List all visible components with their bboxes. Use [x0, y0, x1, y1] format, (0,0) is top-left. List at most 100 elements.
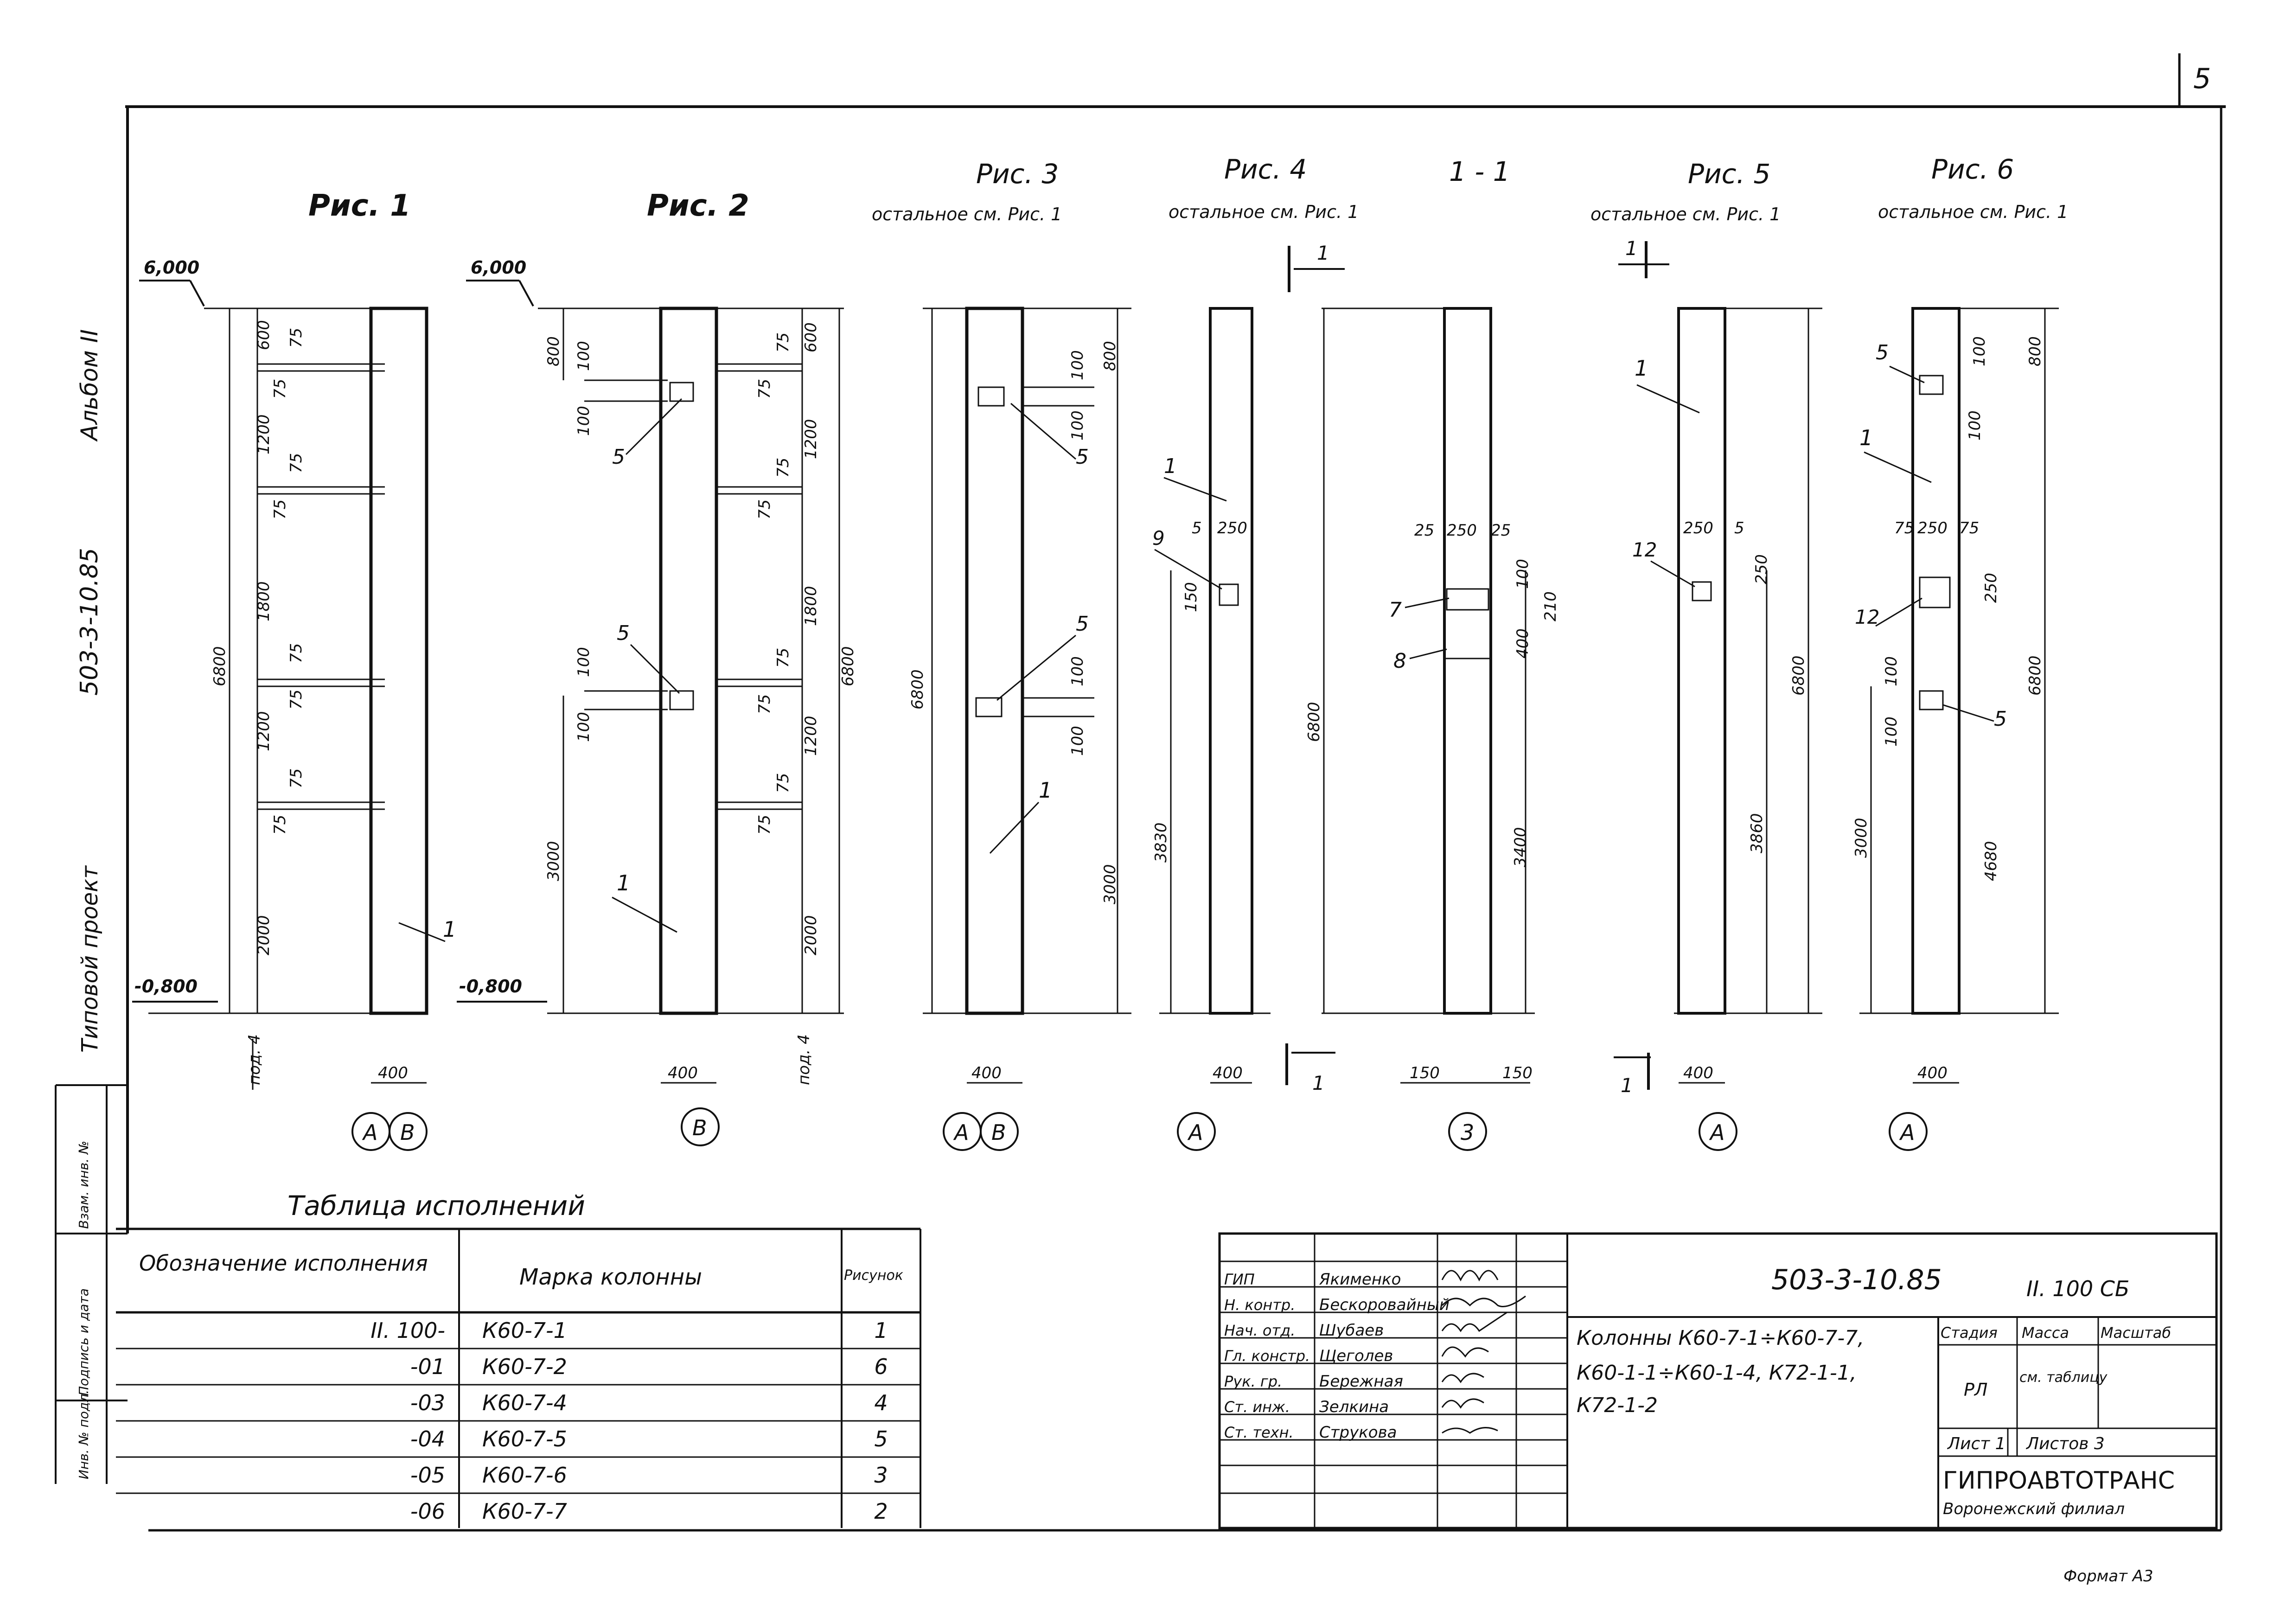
section-dim-6800: 6800	[1305, 702, 1323, 742]
exec-cell-designation: -03	[410, 1390, 445, 1415]
exec-cell-figure: 4	[874, 1390, 888, 1415]
fig6-embed-low	[1919, 690, 1944, 710]
fig2-title: Рис. 2	[647, 189, 749, 223]
fig5-callout-1: 1	[1635, 356, 1648, 381]
figure-5: Рис. 5 остальное см. Рис. 1 1 1 250 5 25…	[1590, 158, 1822, 1151]
section-embed-7	[1446, 588, 1489, 611]
fig5-axis-a	[1699, 1112, 1737, 1151]
fig2-dim-1200a: 1200	[802, 419, 820, 459]
fig2-dim-800: 800	[544, 336, 563, 366]
section-callout-8: 8	[1393, 649, 1406, 673]
description-line-3: К72-1-2	[1577, 1394, 1658, 1417]
section-dim-25b: 25	[1491, 521, 1511, 540]
fig6-axis-a-label: А	[1899, 1120, 1915, 1145]
fig4-title: Рис. 4	[1224, 153, 1307, 185]
fig1-axis-b	[389, 1112, 428, 1151]
section-column	[1443, 307, 1492, 1015]
fig4-note: остальное см. Рис. 1	[1169, 202, 1359, 222]
fig3-dim-100b: 100	[1068, 410, 1087, 441]
description-line-2: К60-1-1÷К60-1-4, К72-1-1,	[1577, 1361, 1857, 1385]
fig2-dim-600: 600	[802, 322, 820, 352]
exec-cell-figure: 6	[874, 1354, 888, 1379]
fig5-dim-250b: 250	[1752, 554, 1771, 584]
fig2-dim-100c: 100	[575, 647, 593, 677]
fig6-dim-3000: 3000	[1852, 818, 1871, 858]
fig4-dim-3830: 3830	[1152, 822, 1170, 863]
fig1-dim-75c: 75	[287, 453, 306, 473]
fig4-callout-9: 9	[1152, 527, 1165, 550]
fig6-dim-6800: 6800	[2026, 655, 2044, 696]
fig3-axis-b	[980, 1112, 1019, 1151]
fig2-dim-100a: 100	[575, 341, 593, 371]
org-branch: Воронежский филиал	[1943, 1500, 2125, 1518]
fig5-dim-3860: 3860	[1748, 813, 1766, 853]
fig3-axis-b-label: В	[991, 1120, 1006, 1145]
fig1-dim-1200a: 1200	[255, 414, 273, 454]
figure-4: Рис. 4 остальное см. Рис. 1 5 250 150 38…	[1152, 153, 1359, 1151]
side-label-code: 503-3-10.85	[76, 548, 103, 696]
section-dim-3400: 3400	[1511, 827, 1530, 867]
fig6-title: Рис. 6	[1931, 153, 2014, 185]
fig6-column	[1911, 307, 1961, 1015]
fig1-dim-6800: 6800	[211, 646, 229, 686]
tb-role: Ст. техн.	[1224, 1424, 1294, 1441]
fig3-dim-100a: 100	[1068, 350, 1087, 380]
scale-label: Масштаб	[2101, 1324, 2171, 1342]
exec-header-figure: Рисунок	[844, 1267, 903, 1284]
section-dim-400: 400	[1514, 628, 1532, 659]
fig6-embed-mid	[1919, 576, 1951, 608]
fig1-dim-75e: 75	[287, 643, 306, 663]
exec-cell-figure: 2	[874, 1499, 888, 1524]
tb-person: Зелкина	[1319, 1398, 1389, 1416]
fig6-dim-100a: 100	[1970, 336, 1989, 366]
fig5-dim-400: 400	[1683, 1064, 1713, 1082]
fig1-level-top: 6,000	[144, 257, 199, 278]
fig1-dim-75d: 75	[271, 499, 289, 519]
fig5-callout-12: 12	[1632, 538, 1657, 561]
fig4-embed	[1219, 583, 1239, 606]
exec-cell-designation: -05	[410, 1463, 445, 1488]
sheets-label: Листов 3	[2025, 1434, 2105, 1453]
fig2-embed-mid	[669, 690, 694, 710]
fig2-dim-1200b: 1200	[802, 716, 820, 756]
fig2-axis-b	[681, 1107, 720, 1146]
fig6-dim-100c: 100	[1882, 656, 1901, 686]
exec-cell-designation: -06	[410, 1499, 445, 1524]
fig1-dim-1800: 1800	[255, 581, 273, 621]
tb-person: Бережная	[1319, 1372, 1403, 1391]
fig1-dim-75h: 75	[271, 815, 289, 835]
fig1-dim-75f: 75	[287, 690, 306, 710]
exec-cell-mark: К60-7-6	[482, 1463, 567, 1488]
sheet-frame	[55, 53, 2226, 1532]
exec-cell-figure: 5	[874, 1426, 888, 1451]
fig1-axis-b-label: В	[400, 1120, 415, 1145]
fig3-dim-100d: 100	[1068, 726, 1087, 756]
fig2-level-top: 6,000	[471, 257, 526, 278]
format-label: Формат А3	[2063, 1567, 2153, 1586]
fig2-dim-1800: 1800	[802, 586, 820, 626]
side-label-project: Типовой проект	[77, 865, 103, 1053]
tb-role: Ст. инж.	[1224, 1398, 1290, 1416]
fig2-dim-100d: 100	[575, 712, 593, 742]
fig2-axis-b-label: В	[692, 1115, 707, 1140]
fig6-dim-75b: 75	[1959, 519, 1979, 537]
fig3-title: Рис. 3	[976, 158, 1059, 190]
fig6-dim-100d: 100	[1882, 716, 1901, 747]
section-callout-7: 7	[1389, 598, 1402, 622]
fig2-embed-top	[669, 382, 694, 402]
fig1-dim-600: 600	[255, 320, 273, 350]
fig2-dim-75e: 75	[774, 648, 792, 668]
fig5-dim-250: 250	[1683, 519, 1713, 537]
fig1-dim-400: 400	[378, 1064, 408, 1082]
fig3-dim-100c: 100	[1068, 656, 1087, 686]
fig3-axis-a-label: А	[953, 1120, 969, 1145]
tb-person: Струкова	[1319, 1423, 1397, 1442]
fig1-dim-podl: под. 4	[245, 1034, 264, 1085]
fig3-callout-1: 1	[1039, 778, 1052, 803]
doc-code: 503-3-10.85	[1771, 1264, 1942, 1296]
fig2-dim-75f: 75	[755, 694, 774, 714]
fig2-dim-75a: 75	[774, 332, 792, 352]
section-axis-3-label: 3	[1461, 1120, 1474, 1145]
